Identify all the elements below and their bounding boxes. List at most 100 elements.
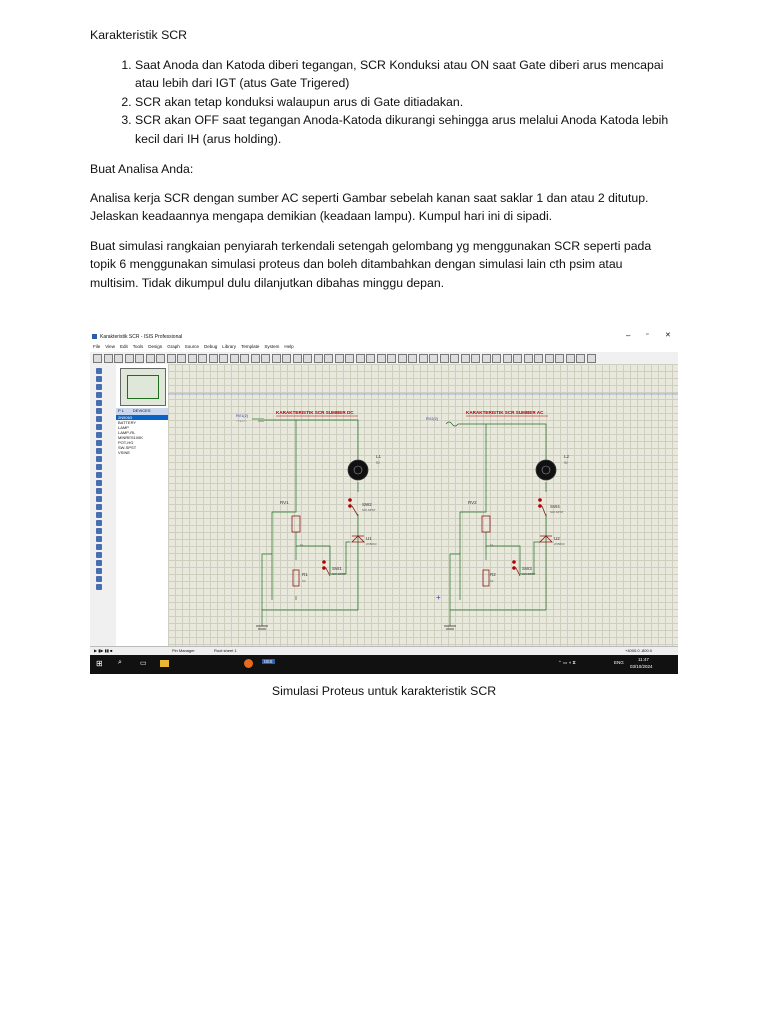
clock-date[interactable]: 03/10/2024	[630, 664, 653, 669]
toolbar-button[interactable]	[439, 354, 449, 363]
toolbar-button[interactable]	[471, 354, 480, 363]
lamp-l2-icon[interactable]	[535, 459, 557, 481]
toolbar-button[interactable]	[534, 354, 543, 363]
toolbar-button[interactable]	[135, 354, 144, 363]
toolbar-button[interactable]	[492, 354, 501, 363]
mode-tool-button[interactable]	[96, 512, 102, 518]
tray-icons[interactable]: ⌃ ▭ ◖ ⧖	[558, 660, 576, 665]
mode-tool-button[interactable]	[96, 480, 102, 486]
toolbar-button[interactable]	[145, 354, 155, 363]
toolbar-button[interactable]	[513, 354, 522, 363]
toolbar-button[interactable]	[93, 354, 102, 363]
mode-tool-button[interactable]	[96, 392, 102, 398]
toolbar-button[interactable]	[376, 354, 386, 363]
toolbar-button[interactable]	[166, 354, 176, 363]
mode-tool-button[interactable]	[96, 400, 102, 406]
mode-tool-button[interactable]	[96, 448, 102, 454]
toolbar-button[interactable]	[240, 354, 249, 363]
minimize-icon[interactable]: –	[626, 331, 631, 340]
menu-item[interactable]: Source	[184, 344, 200, 349]
menu-item[interactable]: Template	[241, 344, 260, 349]
isis-taskbar-button[interactable]: ISIS	[262, 659, 275, 664]
toolbar-button[interactable]	[450, 354, 459, 363]
menu-item[interactable]: Debug	[204, 344, 218, 349]
toolbar-button[interactable]	[250, 354, 260, 363]
menu-item[interactable]: Edit	[119, 344, 128, 349]
search-icon[interactable]: ⌕	[118, 659, 122, 666]
toolbar-button[interactable]	[523, 354, 533, 363]
maximize-icon[interactable]: ▫	[646, 331, 649, 338]
toolbar-button[interactable]	[408, 354, 417, 363]
toolbar-button[interactable]	[544, 354, 554, 363]
device-item[interactable]: SW-SPST	[118, 445, 137, 450]
mode-tool-button[interactable]	[96, 504, 102, 510]
schematic-canvas[interactable]: KARAKTERISTIK SCR SUMBER DC RV1(2) <TEXT…	[168, 364, 678, 646]
toolbar-button[interactable]	[261, 354, 270, 363]
toolbar-button[interactable]	[460, 354, 470, 363]
device-item[interactable]: VSINE	[118, 450, 131, 455]
toolbar-button[interactable]	[177, 354, 186, 363]
mode-tool-button[interactable]	[96, 520, 102, 526]
mode-tool-button[interactable]	[96, 424, 102, 430]
mode-tool-button[interactable]	[96, 432, 102, 438]
toolbar-button[interactable]	[313, 354, 323, 363]
firefox-icon[interactable]	[244, 659, 253, 668]
toolbar-button[interactable]	[345, 354, 354, 363]
close-icon[interactable]: ✕	[665, 332, 671, 339]
toolbar-button[interactable]	[418, 354, 428, 363]
mode-tool-button[interactable]	[96, 376, 102, 382]
mode-tool-button[interactable]	[96, 536, 102, 542]
mode-tool-button[interactable]	[96, 552, 102, 558]
toolbar-button[interactable]	[303, 354, 312, 363]
toolbar-button[interactable]	[124, 354, 134, 363]
menu-item[interactable]: File	[93, 344, 101, 349]
lamp-l1-icon[interactable]	[347, 459, 369, 481]
language-indicator[interactable]: ENG	[614, 660, 624, 665]
mode-tool-button[interactable]	[96, 384, 102, 390]
file-explorer-icon[interactable]	[160, 660, 169, 667]
mode-tool-button[interactable]	[96, 440, 102, 446]
play-controls[interactable]: ▶ ▮▶ ▮▮ ■	[94, 648, 113, 653]
resistor-r2-icon[interactable]	[482, 569, 490, 587]
toolbar-button[interactable]	[355, 354, 365, 363]
menu-item[interactable]: Tools	[132, 344, 144, 349]
menu-item[interactable]: System	[264, 344, 280, 349]
menu-item[interactable]: Library	[222, 344, 237, 349]
pin-manager-label[interactable]: Pin Manager	[172, 648, 195, 653]
toolbar-button[interactable]	[103, 354, 113, 363]
menu-item[interactable]: Graph	[167, 344, 180, 349]
pot-rv2-icon[interactable]	[481, 515, 491, 533]
toolbar-button[interactable]	[502, 354, 512, 363]
mode-tool-button[interactable]	[96, 408, 102, 414]
mode-tool-button[interactable]	[96, 560, 102, 566]
menu-item[interactable]: Help	[284, 344, 294, 349]
mode-tool-button[interactable]	[96, 368, 102, 374]
toolbar-button[interactable]	[271, 354, 281, 363]
mode-tool-button[interactable]	[96, 488, 102, 494]
mode-tool-button[interactable]	[96, 496, 102, 502]
device-item[interactable]: LAMP	[118, 425, 129, 430]
toolbar-button[interactable]	[219, 354, 228, 363]
device-item[interactable]: 2N5063	[116, 415, 168, 420]
toolbar-button[interactable]	[586, 354, 596, 363]
toolbar-button[interactable]	[198, 354, 207, 363]
sheet-label[interactable]: Root sheet 1	[214, 648, 237, 653]
device-item[interactable]: LAMP-RL	[118, 430, 136, 435]
mode-tool-button[interactable]	[96, 544, 102, 550]
toolbar-button[interactable]	[334, 354, 344, 363]
menu-item[interactable]: View	[105, 344, 115, 349]
device-item[interactable]: BATTERY	[118, 420, 137, 425]
toolbar-button[interactable]	[324, 354, 333, 363]
toolbar-button[interactable]	[229, 354, 239, 363]
menu-item[interactable]: Design	[148, 344, 163, 349]
device-item[interactable]: MINRES100K	[118, 435, 143, 440]
mode-tool-button[interactable]	[96, 584, 102, 590]
toolbar-button[interactable]	[387, 354, 396, 363]
scr-u1-icon[interactable]	[351, 535, 365, 543]
toolbar-button[interactable]	[282, 354, 291, 363]
windows-start-icon[interactable]: ⊞	[96, 659, 103, 668]
device-item[interactable]: POT-HG	[118, 440, 134, 445]
scr-u2-icon[interactable]	[539, 535, 553, 543]
mode-tool-button[interactable]	[96, 576, 102, 582]
mode-tool-button[interactable]	[96, 568, 102, 574]
